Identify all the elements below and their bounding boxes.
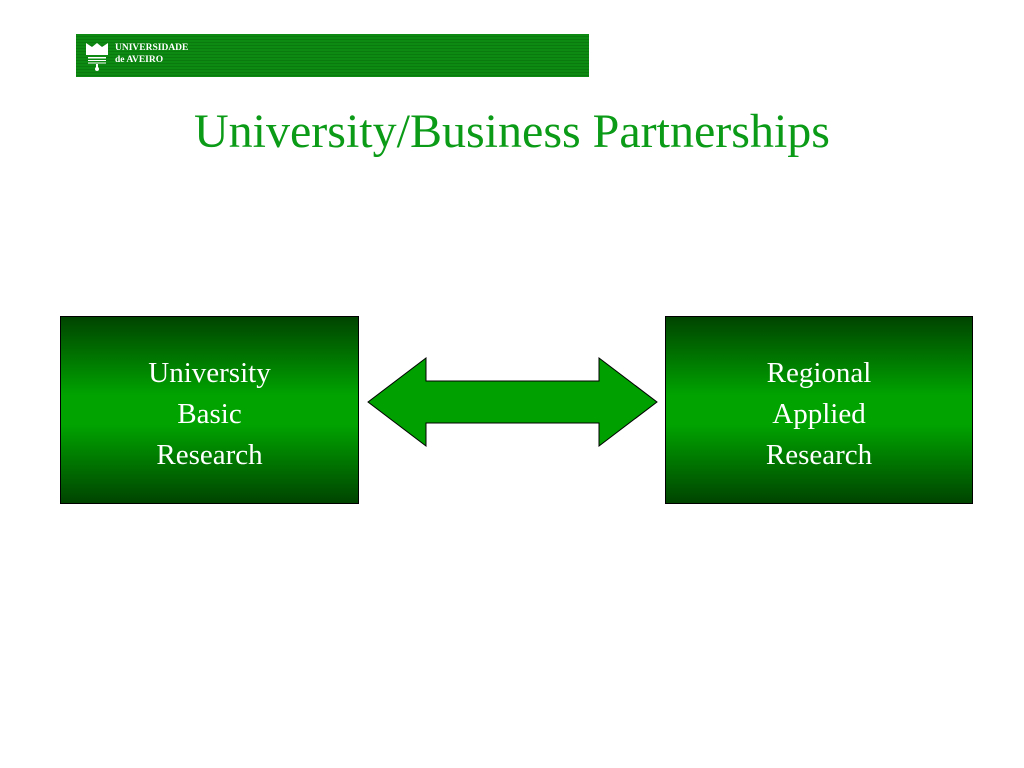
logo-line-1: UNIVERSIDADE [115, 43, 189, 53]
double-headed-arrow [367, 356, 658, 448]
left-box-line-3: Research [156, 439, 263, 471]
regional-applied-research-box: Regional Applied Research [665, 316, 973, 504]
logo-line-2: de AVEIRO [115, 55, 164, 65]
left-box-line-1: University [148, 357, 271, 389]
right-box-line-3: Research [765, 439, 873, 471]
university-emblem-icon [86, 43, 108, 71]
university-basic-research-box: University Basic Research [60, 316, 359, 504]
header-bar: UNIVERSIDADE de AVEIRO [76, 34, 589, 77]
university-logo-text: UNIVERSIDADE de AVEIRO [115, 42, 188, 66]
slide-title: University/Business Partnerships [194, 105, 830, 158]
left-box-line-2: Basic [177, 398, 242, 430]
right-box-line-2: Applied [772, 398, 866, 430]
right-box-line-1: Regional [766, 357, 872, 389]
